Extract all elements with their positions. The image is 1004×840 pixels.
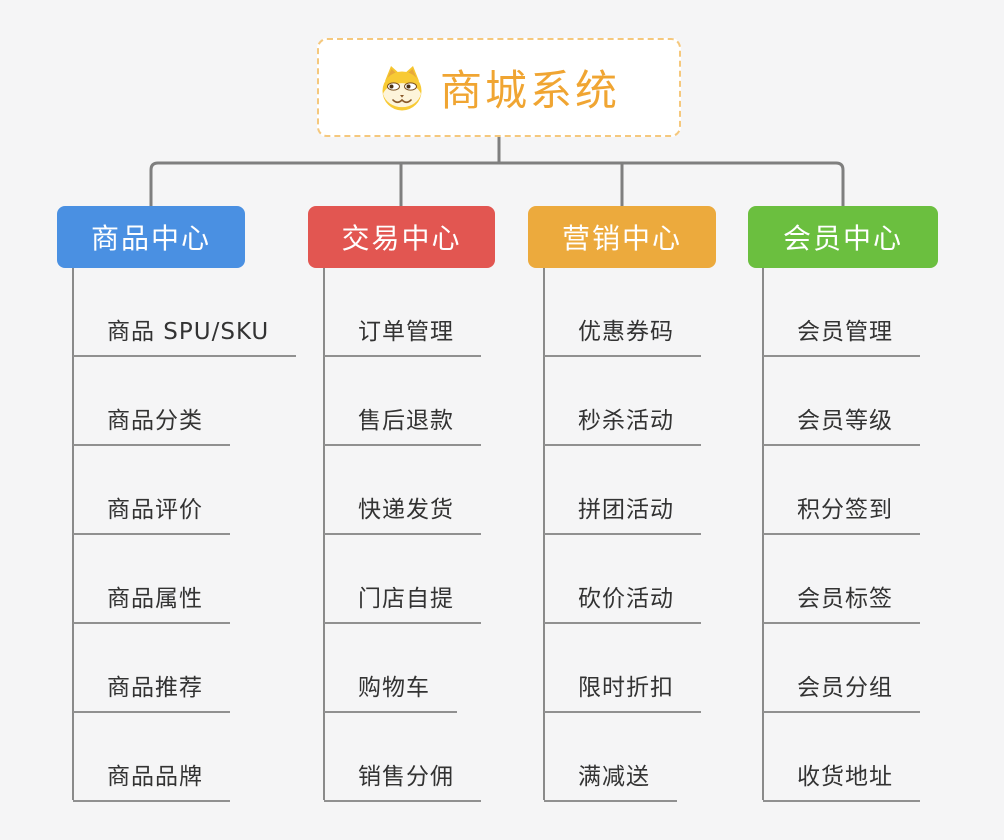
root-node[interactable]: 商城系统: [317, 38, 681, 137]
leaf-node[interactable]: 拼团活动: [544, 496, 701, 535]
leaf-node[interactable]: 商品 SPU/SKU: [73, 318, 297, 357]
leaf-node[interactable]: 商品推荐: [73, 674, 230, 713]
leaf-node[interactable]: 门店自提: [324, 585, 481, 624]
leaf-node[interactable]: 会员等级: [763, 407, 920, 446]
leaf-node[interactable]: 商品分类: [73, 407, 230, 446]
leaf-node[interactable]: 会员分组: [763, 674, 920, 713]
leaf-node[interactable]: 商品评价: [73, 496, 230, 535]
leaf-node[interactable]: 购物车: [324, 674, 457, 713]
leaf-node[interactable]: 会员标签: [763, 585, 920, 624]
leaf-node[interactable]: 收货地址: [763, 763, 920, 802]
leaf-node[interactable]: 快递发货: [324, 496, 481, 535]
branch-node[interactable]: 会员中心: [748, 206, 938, 268]
leaf-node[interactable]: 砍价活动: [544, 585, 701, 624]
branch-node[interactable]: 商品中心: [57, 206, 245, 268]
leaf-node[interactable]: 销售分佣: [324, 763, 481, 802]
doge-icon: [382, 65, 422, 110]
leaf-node[interactable]: 秒杀活动: [544, 407, 701, 446]
leaf-node[interactable]: 满减送: [544, 763, 677, 802]
leaf-node[interactable]: 商品品牌: [73, 763, 230, 802]
leaf-node[interactable]: 优惠券码: [544, 318, 701, 357]
leaf-node[interactable]: 限时折扣: [544, 674, 701, 713]
root-title: 商城系统: [439, 66, 620, 115]
leaf-node[interactable]: 订单管理: [324, 318, 481, 357]
leaf-node[interactable]: 商品属性: [73, 585, 230, 624]
branch-node[interactable]: 交易中心: [308, 206, 495, 268]
leaf-node[interactable]: 会员管理: [763, 318, 920, 357]
branch-node[interactable]: 营销中心: [528, 206, 716, 268]
leaf-node[interactable]: 售后退款: [324, 407, 481, 446]
leaf-node[interactable]: 积分签到: [763, 496, 920, 535]
